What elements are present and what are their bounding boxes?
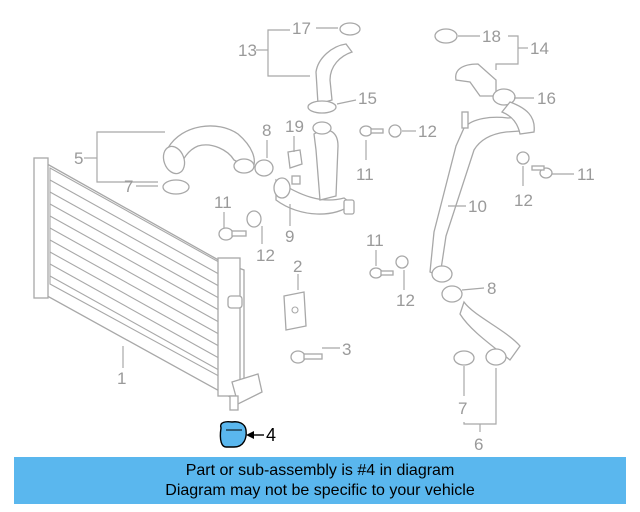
info-banner: Part or sub-assembly is #4 in diagram Di… (14, 457, 626, 504)
callout-2: 2 (293, 257, 302, 276)
pipe-13-illustration (307, 22, 361, 114)
callout-9: 9 (285, 227, 294, 246)
banner-line-2: Diagram may not be specific to your vehi… (165, 481, 475, 499)
leader-lines (84, 27, 574, 439)
callout-11-right: 11 (577, 165, 595, 184)
callout-16: 16 (537, 89, 556, 108)
callout-12-right: 12 (514, 191, 533, 210)
parts-diagram: 1 2 3 4 5 6 7 7 8 8 9 10 11 11 11 11 12 … (33, 19, 595, 454)
callout-15: 15 (358, 89, 377, 108)
callout-18: 18 (482, 27, 501, 46)
callout-12-left: 12 (256, 246, 275, 265)
callout-19: 19 (285, 117, 304, 136)
hose-5-illustration (162, 125, 255, 195)
intercooler-illustration (33, 157, 263, 411)
callout-12-middle-lower: 12 (396, 291, 415, 310)
callout-4: 4 (266, 425, 276, 445)
callout-8-right: 8 (487, 279, 496, 298)
callout-17: 17 (292, 19, 311, 38)
pipe-10-illustration (429, 28, 535, 366)
callout-10: 10 (468, 197, 487, 216)
pipe-9-illustration (254, 121, 355, 215)
callout-1: 1 (117, 369, 126, 388)
banner-line-1: Part or sub-assembly is #4 in diagram (185, 461, 455, 479)
callout-11-middle-upper: 11 (356, 165, 374, 184)
fasteners-illustration (218, 124, 553, 364)
callout-13: 13 (238, 41, 257, 60)
callout-7-lower: 7 (458, 399, 467, 418)
callout-11-left: 11 (214, 193, 232, 212)
part-4-highlighted[interactable] (219, 420, 247, 448)
callout-labels: 1 2 3 4 5 6 7 7 8 8 9 10 11 11 11 11 12 … (74, 19, 595, 454)
callout-12-middle-upper: 12 (418, 122, 437, 141)
callout-5: 5 (74, 149, 83, 168)
callout-6: 6 (474, 435, 483, 454)
callout-11-middle-lower: 11 (366, 231, 384, 250)
callout-8-left: 8 (262, 121, 271, 140)
callout-14: 14 (530, 39, 549, 58)
callout-3: 3 (342, 340, 351, 359)
callout-7-upper: 7 (124, 177, 133, 196)
